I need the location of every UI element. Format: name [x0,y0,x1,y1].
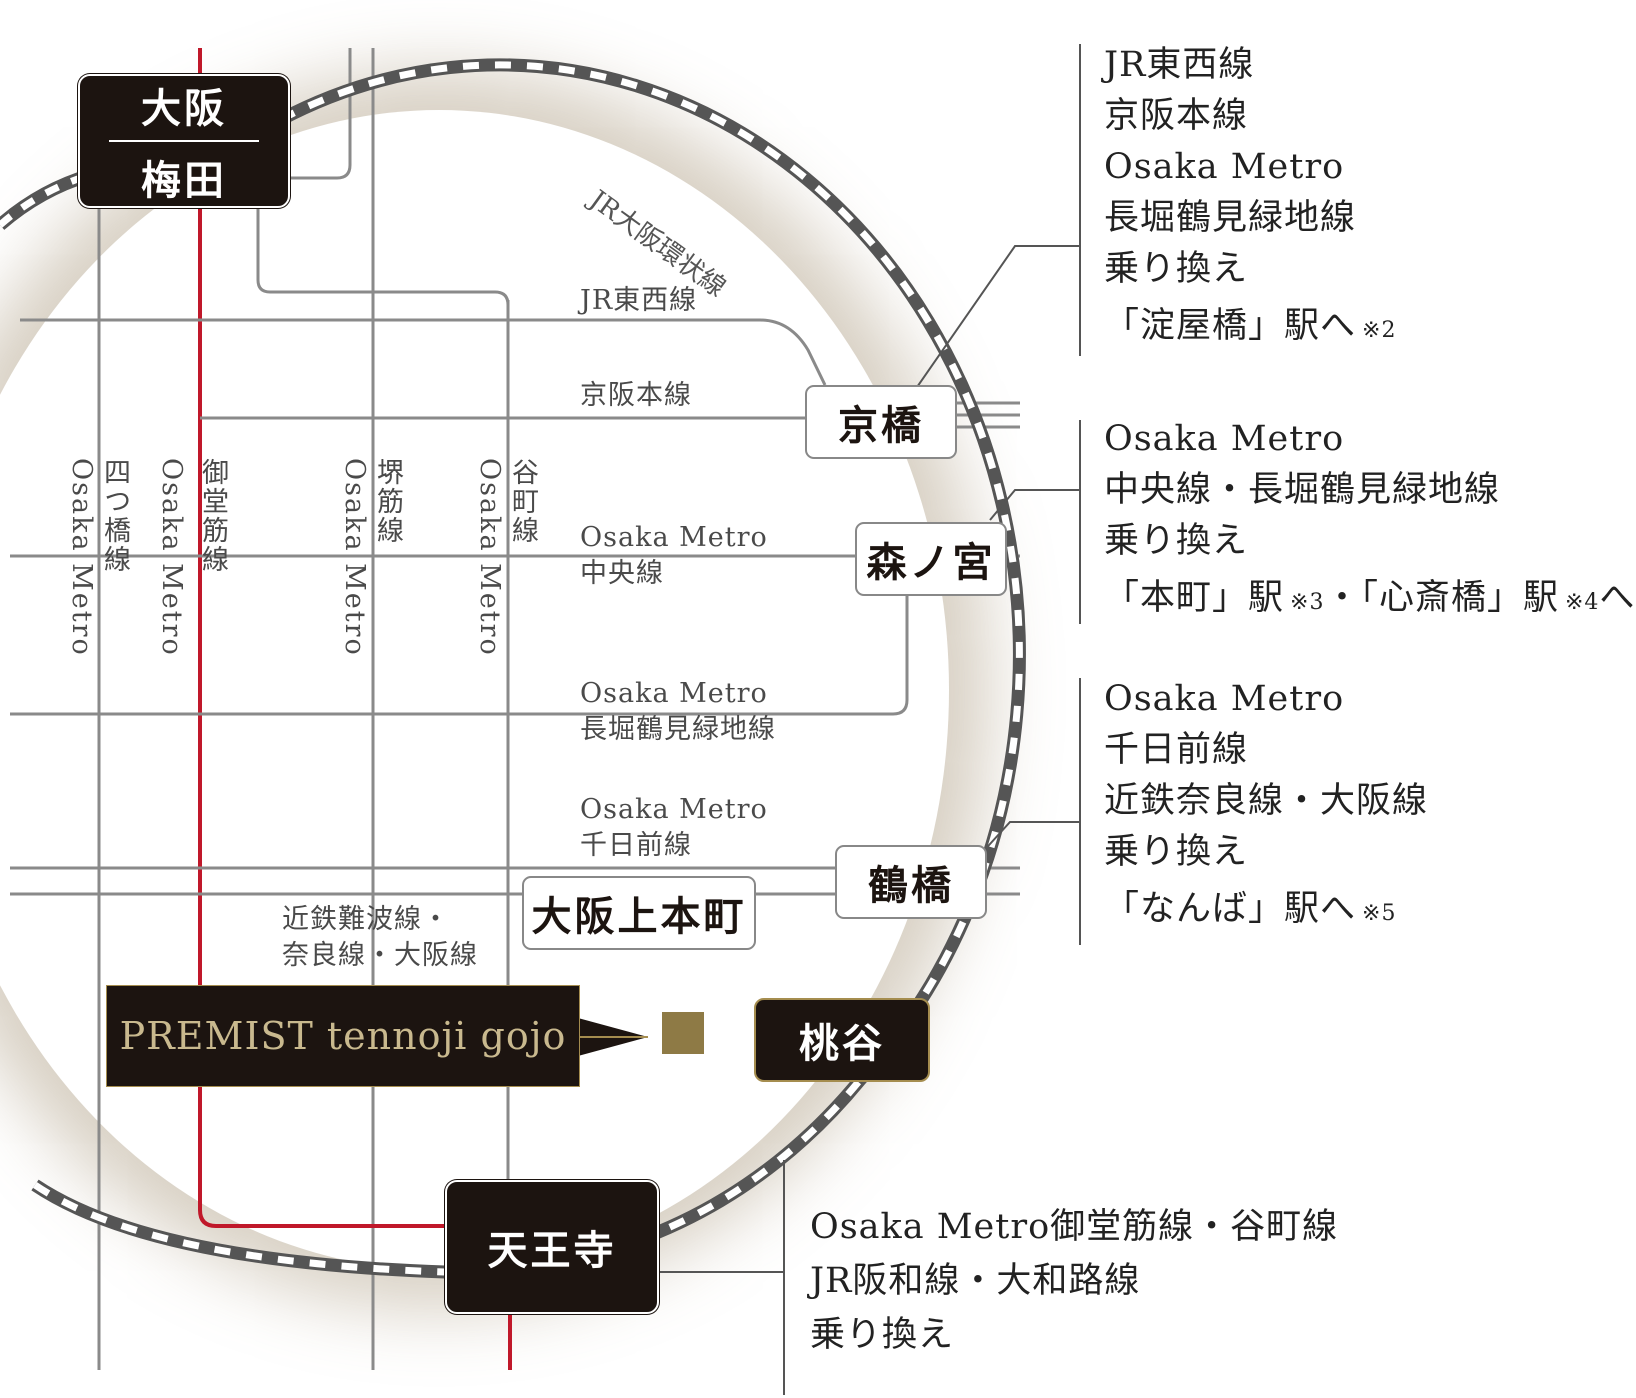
umeda-connector-b [256,205,510,306]
station-umeda-line1: 大阪 [141,85,227,132]
property-label[interactable]: PREMIST tennoji gojo [106,985,580,1087]
label-keihan: 京阪本線 [580,380,692,411]
nagahori-line [10,590,909,716]
station-morinomiya[interactable]: 森ノ宮 [855,522,1007,596]
midosuji-line [198,48,450,1228]
station-umeda-line2: 梅田 [141,157,227,204]
label-tozai: JR東西線 [580,285,698,316]
loop-line [0,58,1026,1279]
label-sakaisuji: 堺筋線 Osaka Metro [339,458,403,657]
station-kyobashi[interactable]: 京橋 [805,385,957,459]
station-tsuruhashi[interactable]: 鶴橋 [835,845,987,919]
leader-morinomiya [989,489,1080,521]
vertical-lines [97,48,510,1370]
leader-kyobashi [914,245,1080,391]
station-umeda-divider [109,140,259,142]
umeda-connector-a [285,48,352,180]
leader-tsuruhashi [979,821,1080,856]
tozai-line [20,318,827,386]
label-midosuji: 御堂筋線 Osaka Metro [156,458,228,657]
label-kintetsu: 近鉄難波線・奈良線・大阪線 [282,904,478,971]
station-momodani[interactable]: 桃谷 [754,998,930,1082]
station-umeda[interactable]: 大阪 梅田 [78,74,290,208]
info-kyobashi: JR東西線 京阪本線 Osaka Metro 長堀鶴見緑地線 乗り換え 「淀屋橋… [1104,45,1397,346]
info-tennoji: Osaka Metro御堂筋線・谷町線 JR阪和線・大和路線 乗り換え [810,1207,1339,1355]
info-tsuruhashi: Osaka Metro 千日前線 近鉄奈良線・大阪線 乗り換え 「なんば」駅へ※… [1104,679,1429,929]
label-yotsubashi: 四つ橋線 Osaka Metro [66,458,130,657]
info-morinomiya: Osaka Metro 中央線・長堀鶴見緑地線 乗り換え 「本町」駅※3・「心斎… [1104,419,1636,618]
leader-lines [660,44,1081,1395]
station-tennoji[interactable]: 天王寺 [445,1180,659,1314]
label-tanimachi: 谷町線 Osaka Metro [474,458,538,657]
property-location-marker[interactable] [662,1012,704,1054]
station-uehonmachi[interactable]: 大阪上本町 [522,876,756,950]
